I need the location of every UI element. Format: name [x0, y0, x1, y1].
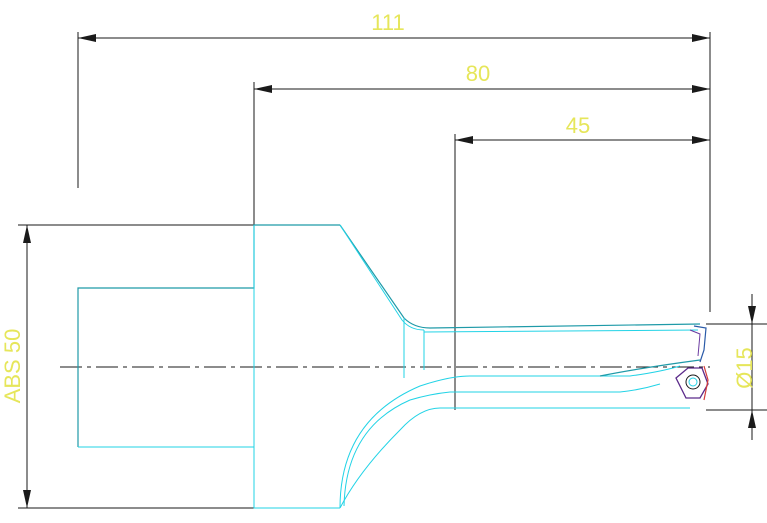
shank-outline	[77, 224, 340, 509]
dimension-shank-to-tip: 80	[253, 61, 710, 286]
drill-diameter-label: Ø15	[732, 347, 757, 389]
shank-diameter-label: ABS 50	[0, 329, 25, 404]
drill-body	[423, 323, 701, 409]
dimension-shank-diameter: ABS 50	[0, 224, 340, 509]
body-length-label: 45	[566, 113, 590, 138]
dimension-overall-length: 111	[77, 10, 711, 312]
body-transition	[339, 224, 471, 509]
overall-length-label: 111	[371, 10, 404, 35]
dimension-body-length: 45	[454, 113, 710, 410]
shank-to-tip-label: 80	[466, 61, 490, 86]
dimension-drill-diameter: Ø15	[706, 294, 767, 440]
cutting-insert	[675, 325, 709, 401]
